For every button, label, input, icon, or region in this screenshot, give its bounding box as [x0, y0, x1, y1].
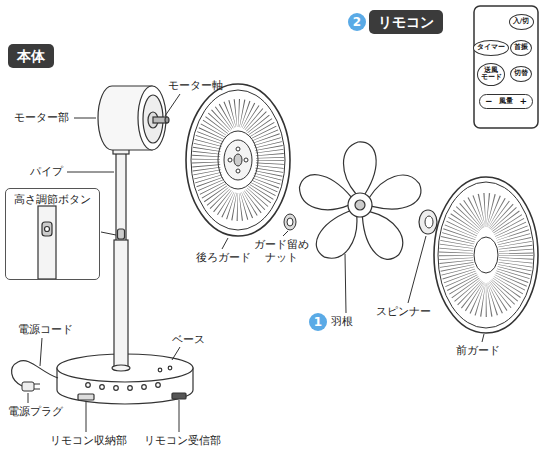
remote-button: 切替	[510, 66, 532, 82]
remote-button-text: タイマー	[477, 44, 505, 51]
section-tab-text: リモコン	[378, 13, 434, 31]
callout-number: 1	[309, 313, 327, 331]
part-label: 電源コード	[18, 323, 73, 336]
part-label: 電源プラグ	[8, 405, 63, 418]
remote-button-text: 送風 モード	[481, 67, 502, 82]
part-label: スピンナー	[376, 305, 431, 318]
remote-button-text: 入/切	[513, 18, 529, 25]
inset-box-text: 高さ調節ボタン	[14, 192, 91, 207]
callout-number: 2	[348, 13, 366, 31]
inset-box: 高さ調節ボタン	[5, 188, 100, 280]
part-label: 後ろガード	[196, 251, 251, 264]
part-label: ガード留め ナット	[252, 238, 310, 264]
part-label: モーター軸	[168, 79, 223, 92]
callout-number-text: 2	[353, 15, 361, 29]
part-label: 前ガード	[456, 344, 500, 357]
remote-button: 送風 モード	[477, 63, 505, 86]
part-label: 羽根	[331, 315, 353, 328]
remote-button: 入/切	[509, 14, 534, 30]
remote-button: −風量 +	[479, 94, 533, 109]
section-tab: 本体	[8, 44, 54, 68]
remote-button-text: 風量	[499, 96, 513, 107]
part-label: ベース	[172, 333, 205, 346]
remote-button-text: +	[519, 96, 527, 107]
remote-button-text: −	[485, 96, 493, 107]
part-label: リモコン収納部	[50, 434, 127, 447]
section-tab-text: 本体	[17, 47, 45, 65]
part-label: モーター部	[14, 111, 69, 124]
remote-button-text: 切替	[514, 70, 528, 77]
remote-button-text: 首振	[514, 44, 528, 51]
section-tab: リモコン	[369, 10, 443, 34]
part-label: リモコン受信部	[144, 434, 221, 447]
callout-number-text: 1	[314, 315, 322, 329]
part-label: パイプ	[30, 165, 63, 178]
remote-button: タイマー	[473, 40, 509, 56]
remote-button: 首振	[510, 40, 532, 56]
